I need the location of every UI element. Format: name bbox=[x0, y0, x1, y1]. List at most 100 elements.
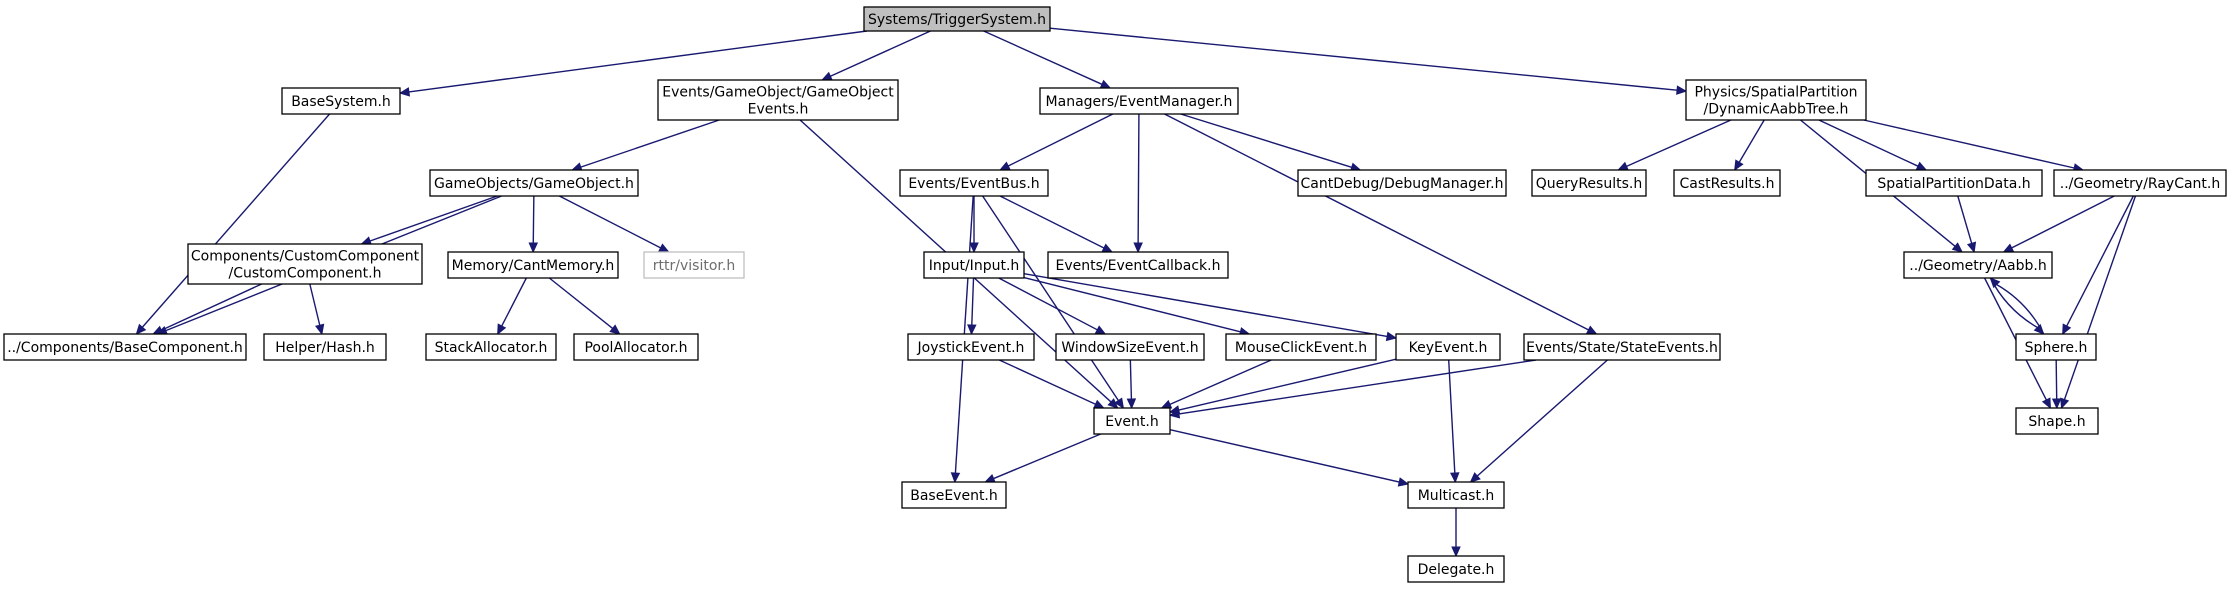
edge-gameobj-to-visitor bbox=[559, 195, 670, 253]
edge-basesys-to-basecomp bbox=[135, 113, 331, 335]
edge-line bbox=[1996, 283, 2045, 335]
edge-event-to-baseevent bbox=[984, 433, 1101, 483]
node-hash[interactable]: Helper/Hash.h bbox=[263, 333, 387, 361]
node-box bbox=[425, 333, 557, 361]
edge-spdata-to-aabb bbox=[1957, 195, 1977, 254]
node-shape[interactable]: Shape.h bbox=[2015, 407, 2099, 435]
node-box bbox=[1531, 169, 1647, 197]
node-spdata[interactable]: SpatialPartitionData.h bbox=[1865, 169, 2043, 197]
node-box bbox=[2015, 333, 2097, 361]
edge-line bbox=[1957, 195, 1973, 244]
edge-line bbox=[309, 283, 321, 326]
node-box bbox=[2053, 169, 2227, 197]
edge-evbus-to-input bbox=[969, 196, 979, 254]
arrow-head bbox=[1676, 85, 1688, 95]
node-winsize[interactable]: WindowSizeEvent.h bbox=[1055, 333, 1205, 361]
node-basesys[interactable]: BaseSystem.h bbox=[281, 87, 401, 115]
node-keyevent[interactable]: KeyEvent.h bbox=[1395, 333, 1501, 361]
node-aabbtree[interactable]: Physics/SpatialPartition/DynamicAabbTree… bbox=[1685, 79, 1867, 121]
node-castres[interactable]: CastResults.h bbox=[1673, 169, 1781, 197]
node-sphere[interactable]: Sphere.h bbox=[2015, 333, 2097, 361]
node-raycant[interactable]: ../Geometry/RayCant.h bbox=[2053, 169, 2227, 197]
edge-line bbox=[408, 30, 867, 93]
arrow-head bbox=[2002, 243, 2015, 253]
node-label: Events.h bbox=[748, 102, 809, 118]
edge-sphere-to-shape bbox=[2051, 359, 2062, 410]
node-multicast[interactable]: Multicast.h bbox=[1407, 481, 1505, 509]
node-label: KeyEvent.h bbox=[1409, 340, 1488, 356]
arrow-head bbox=[1469, 472, 1481, 483]
edge-line bbox=[1023, 276, 1241, 333]
edge-line bbox=[1738, 119, 1765, 163]
node-box bbox=[281, 87, 401, 115]
node-label: Shape.h bbox=[2028, 414, 2085, 430]
edge-line bbox=[2011, 195, 2115, 249]
edge-evmgr-to-evbus bbox=[999, 113, 1114, 171]
node-visitor[interactable]: rttr/visitor.h bbox=[643, 251, 745, 279]
edge-cantmem-to-stackalloc bbox=[497, 277, 527, 336]
node-customcomp[interactable]: Components/CustomComponent/CustomCompone… bbox=[187, 243, 423, 285]
edge-line bbox=[1863, 119, 2075, 169]
edge-line bbox=[1476, 359, 1608, 477]
node-input[interactable]: Input/Input.h bbox=[923, 251, 1025, 279]
node-joystick[interactable]: JoystickEvent.h bbox=[907, 333, 1035, 361]
node-stateevents[interactable]: Events/State/StateEvents.h bbox=[1523, 333, 1721, 361]
edge-line bbox=[1626, 119, 1732, 167]
node-box bbox=[1407, 481, 1505, 509]
node-debugmgr[interactable]: CantDebug/DebugManager.h bbox=[1297, 169, 1507, 197]
node-cantmem[interactable]: Memory/CantMemory.h bbox=[447, 251, 619, 279]
node-evcallback[interactable]: Events/EventCallback.h bbox=[1047, 251, 1229, 279]
edge-line bbox=[580, 119, 720, 168]
edge-line bbox=[1178, 359, 1537, 415]
node-box bbox=[429, 169, 639, 197]
edge-line bbox=[983, 30, 1103, 85]
edge-line bbox=[1448, 359, 1456, 474]
edge-raycant-to-shape bbox=[2060, 195, 2137, 410]
node-box bbox=[1407, 555, 1505, 583]
node-poolalloc[interactable]: PoolAllocator.h bbox=[573, 333, 699, 361]
node-evbus[interactable]: Events/EventBus.h bbox=[899, 169, 1049, 197]
node-evmgr[interactable]: Managers/EventManager.h bbox=[1039, 87, 1239, 115]
edge-line bbox=[998, 277, 1098, 331]
edge-evbus-to-evcallback bbox=[999, 195, 1114, 253]
node-basecomp[interactable]: ../Components/BaseComponent.h bbox=[3, 333, 247, 361]
node-trigger[interactable]: Systems/TriggerSystem.h bbox=[863, 6, 1051, 32]
node-queryres[interactable]: QueryResults.h bbox=[1531, 169, 1647, 197]
node-label: Helper/Hash.h bbox=[275, 340, 375, 356]
edge-line bbox=[982, 195, 1119, 401]
edge-line bbox=[369, 195, 498, 242]
edge-line bbox=[1137, 113, 1140, 244]
node-gameobj[interactable]: GameObjects/GameObject.h bbox=[429, 169, 639, 197]
node-delegate[interactable]: Delegate.h bbox=[1407, 555, 1505, 583]
node-baseevent[interactable]: BaseEvent.h bbox=[901, 481, 1007, 509]
node-box bbox=[187, 243, 423, 285]
node-stackalloc[interactable]: StackAllocator.h bbox=[425, 333, 557, 361]
node-box bbox=[1865, 169, 2043, 197]
node-label: CastResults.h bbox=[1679, 176, 1774, 192]
node-label: Components/CustomComponent bbox=[191, 249, 420, 265]
arrow-head bbox=[1160, 399, 1173, 409]
edge-stateevents-to-multicast bbox=[1469, 359, 1608, 483]
edge-evbus-to-event bbox=[982, 195, 1125, 410]
edge-line bbox=[1023, 272, 1388, 338]
node-event[interactable]: Event.h bbox=[1093, 407, 1171, 435]
arrow-head bbox=[1385, 331, 1398, 342]
node-mouseclick[interactable]: MouseClickEvent.h bbox=[1225, 333, 1377, 361]
edge-aabbtree-to-castres bbox=[1734, 119, 1765, 172]
node-label: SpatialPartitionData.h bbox=[1877, 176, 2030, 192]
node-label: Event.h bbox=[1105, 414, 1158, 430]
node-label: Events/EventCallback.h bbox=[1056, 258, 1221, 274]
node-label: BaseEvent.h bbox=[910, 488, 998, 504]
node-box bbox=[1039, 87, 1239, 115]
arrow-head bbox=[528, 242, 539, 254]
node-label: Input/Input.h bbox=[929, 258, 1020, 274]
node-box bbox=[1225, 333, 1377, 361]
edge-line bbox=[1169, 359, 1272, 406]
node-box bbox=[1903, 251, 2053, 279]
node-aabb[interactable]: ../Geometry/Aabb.h bbox=[1903, 251, 2053, 279]
edge-line bbox=[998, 359, 1096, 405]
edge-joystick-to-event bbox=[998, 359, 1105, 409]
edge-line bbox=[1180, 113, 1352, 168]
